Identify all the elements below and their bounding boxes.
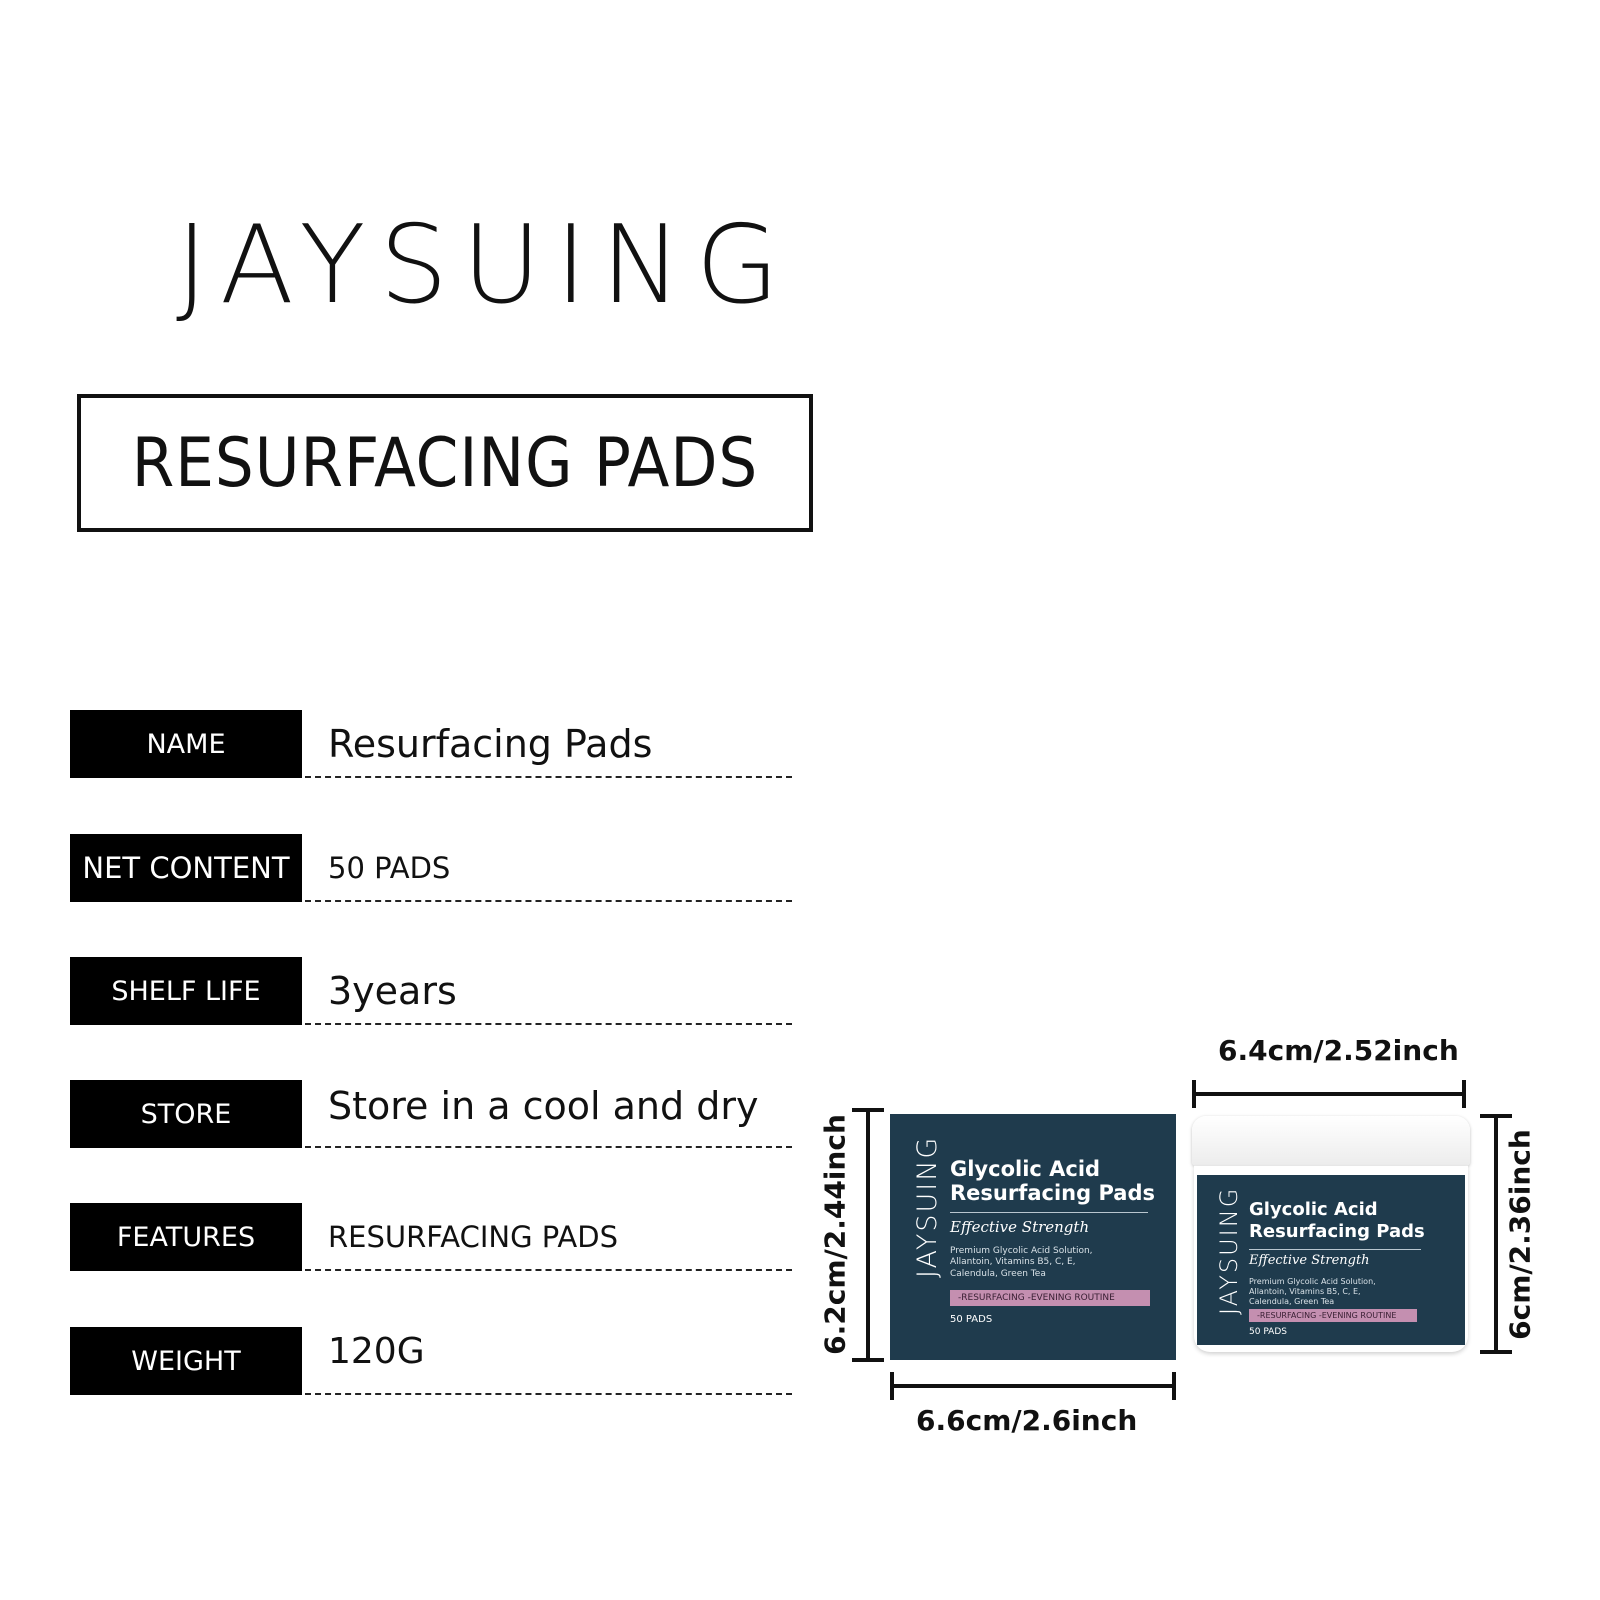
dashed-divider (305, 1393, 792, 1395)
spec-label: WEIGHT (70, 1327, 302, 1395)
dashed-divider (305, 1023, 792, 1025)
package-count: 50 PADS (1249, 1327, 1287, 1337)
package-routine-badge: -RESURFACING -EVENING ROUTINE (1249, 1309, 1417, 1322)
box-height-cap-bottom (852, 1358, 884, 1362)
ingredients-line: Calendula, Green Tea (950, 1268, 1046, 1279)
spec-label: NAME (70, 710, 302, 778)
product-box-image: JAYSUING Glycolic Acid Resurfacing Pads … (890, 1114, 1176, 1360)
dashed-divider (305, 900, 792, 902)
ingredients-line: Premium Glycolic Acid Solution, (950, 1246, 1093, 1256)
jar-label: JAYSUING Glycolic Acid Resurfacing Pads … (1197, 1175, 1465, 1345)
spec-label: SHELF LIFE (70, 957, 302, 1025)
package-brand: JAYSUING (1215, 1186, 1243, 1315)
jar-width-cap-right (1462, 1080, 1466, 1108)
product-title: RESURFACING PADS (131, 423, 759, 503)
dashed-divider (305, 1146, 792, 1148)
box-height-cap-top (852, 1108, 884, 1112)
box-width-cap-right (1172, 1372, 1176, 1400)
spec-label: NET CONTENT (70, 834, 302, 902)
ingredients-line: Calendula, Green Tea (1249, 1297, 1335, 1306)
box-width-label: 6.6cm/2.6inch (916, 1404, 1138, 1437)
spec-value: Resurfacing Pads (328, 722, 653, 766)
ingredients-line: Premium Glycolic Acid Solution, (1249, 1277, 1376, 1286)
package-divider (950, 1212, 1148, 1213)
package-brand: JAYSUING (912, 1135, 943, 1278)
package-title-line2: Resurfacing Pads (1249, 1221, 1425, 1242)
ingredients-line: Allantoin, Vitamins B5, C, E, (950, 1257, 1076, 1268)
spec-row-shelf-life: SHELF LIFE 3years (70, 957, 792, 1025)
package-routine-badge: -RESURFACING -EVENING ROUTINE (950, 1290, 1150, 1306)
jar-height-cap-top (1480, 1114, 1512, 1118)
package-divider (1249, 1249, 1421, 1250)
spec-label: FEATURES (70, 1203, 302, 1271)
spec-value: RESURFACING PADS (328, 1220, 618, 1254)
spec-row-name: NAME Resurfacing Pads (70, 710, 792, 778)
spec-value: 50 PADS (328, 851, 451, 885)
dashed-divider (305, 776, 792, 778)
ingredients-line: Allantoin, Vitamins B5, C, E, (1249, 1287, 1361, 1296)
package-title-line1: Glycolic Acid (1249, 1199, 1378, 1220)
jar-width-label: 6.4cm/2.52inch (1218, 1034, 1459, 1067)
brand-logo: JAYSUING (176, 203, 794, 328)
spec-value: 120G (328, 1330, 425, 1372)
package-strength: Effective Strength (1249, 1253, 1370, 1268)
jar-height-cap-bottom (1480, 1350, 1512, 1354)
spec-row-weight: WEIGHT 120G (70, 1327, 792, 1395)
jar-width-line (1194, 1092, 1464, 1096)
package-title-line2: Resurfacing Pads (950, 1181, 1155, 1205)
package-strength: Effective Strength (950, 1218, 1090, 1236)
box-width-line (892, 1384, 1174, 1388)
box-height-line (866, 1110, 870, 1360)
spec-row-net-content: NET CONTENT 50 PADS (70, 834, 792, 902)
dashed-divider (305, 1269, 792, 1271)
package-title-line1: Glycolic Acid (950, 1157, 1101, 1181)
spec-value: Store in a cool and dry (328, 1084, 759, 1128)
jar-height-line (1494, 1116, 1498, 1352)
spec-label: STORE (70, 1080, 302, 1148)
box-width-cap-left (890, 1372, 894, 1400)
spec-row-store: STORE Store in a cool and dry (70, 1080, 792, 1148)
spec-row-features: FEATURES RESURFACING PADS (70, 1203, 792, 1271)
jar-lid (1192, 1116, 1470, 1166)
product-title-box: RESURFACING PADS (77, 394, 813, 532)
package-count: 50 PADS (950, 1314, 993, 1325)
jar-height-label: 6cm/2.36inch (1503, 1129, 1537, 1340)
jar-width-cap-left (1192, 1080, 1196, 1108)
package-ingredients: Premium Glycolic Acid Solution, Allantoi… (1249, 1277, 1376, 1307)
spec-value: 3years (328, 969, 457, 1013)
package-ingredients: Premium Glycolic Acid Solution, Allantoi… (950, 1246, 1093, 1280)
box-height-label: 6.2cm/2.44inch (818, 1114, 852, 1355)
